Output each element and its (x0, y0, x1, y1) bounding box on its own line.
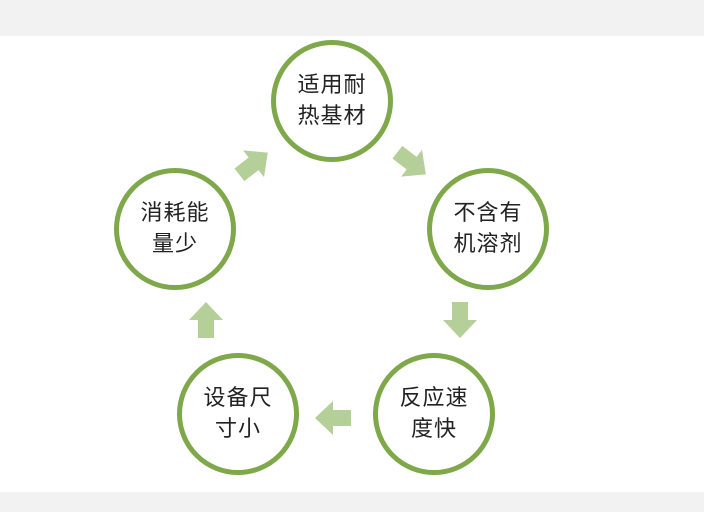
node-low-energy: 消耗能 量少 (114, 168, 236, 290)
arrow-3-to-4 (315, 401, 351, 435)
node-label-line1: 不含有 (453, 201, 523, 226)
arrow-4-to-5 (189, 302, 223, 338)
node-label-line2: 机溶剂 (453, 232, 523, 257)
node-label-line2: 量少 (151, 232, 198, 257)
node-label-line2: 度快 (410, 417, 457, 442)
arrow-2-to-3 (443, 302, 477, 338)
node-solvent-free: 不含有 机溶剂 (427, 168, 549, 290)
node-small-equipment: 设备尺 寸小 (177, 353, 299, 475)
node-label-line1: 适用耐 (297, 73, 367, 98)
node-label-line1: 消耗能 (140, 201, 210, 226)
node-label-line2: 热基材 (297, 104, 367, 129)
arrow-5-to-1 (234, 150, 268, 182)
arrow-1-to-2 (392, 145, 426, 177)
node-heat-resistant-substrate: 适用耐 热基材 (271, 40, 393, 162)
node-label-line1: 设备尺 (203, 386, 273, 411)
node-label-line2: 寸小 (214, 417, 261, 442)
node-fast-reaction: 反应速 度快 (373, 353, 495, 475)
node-label-line1: 反应速 (399, 386, 469, 411)
